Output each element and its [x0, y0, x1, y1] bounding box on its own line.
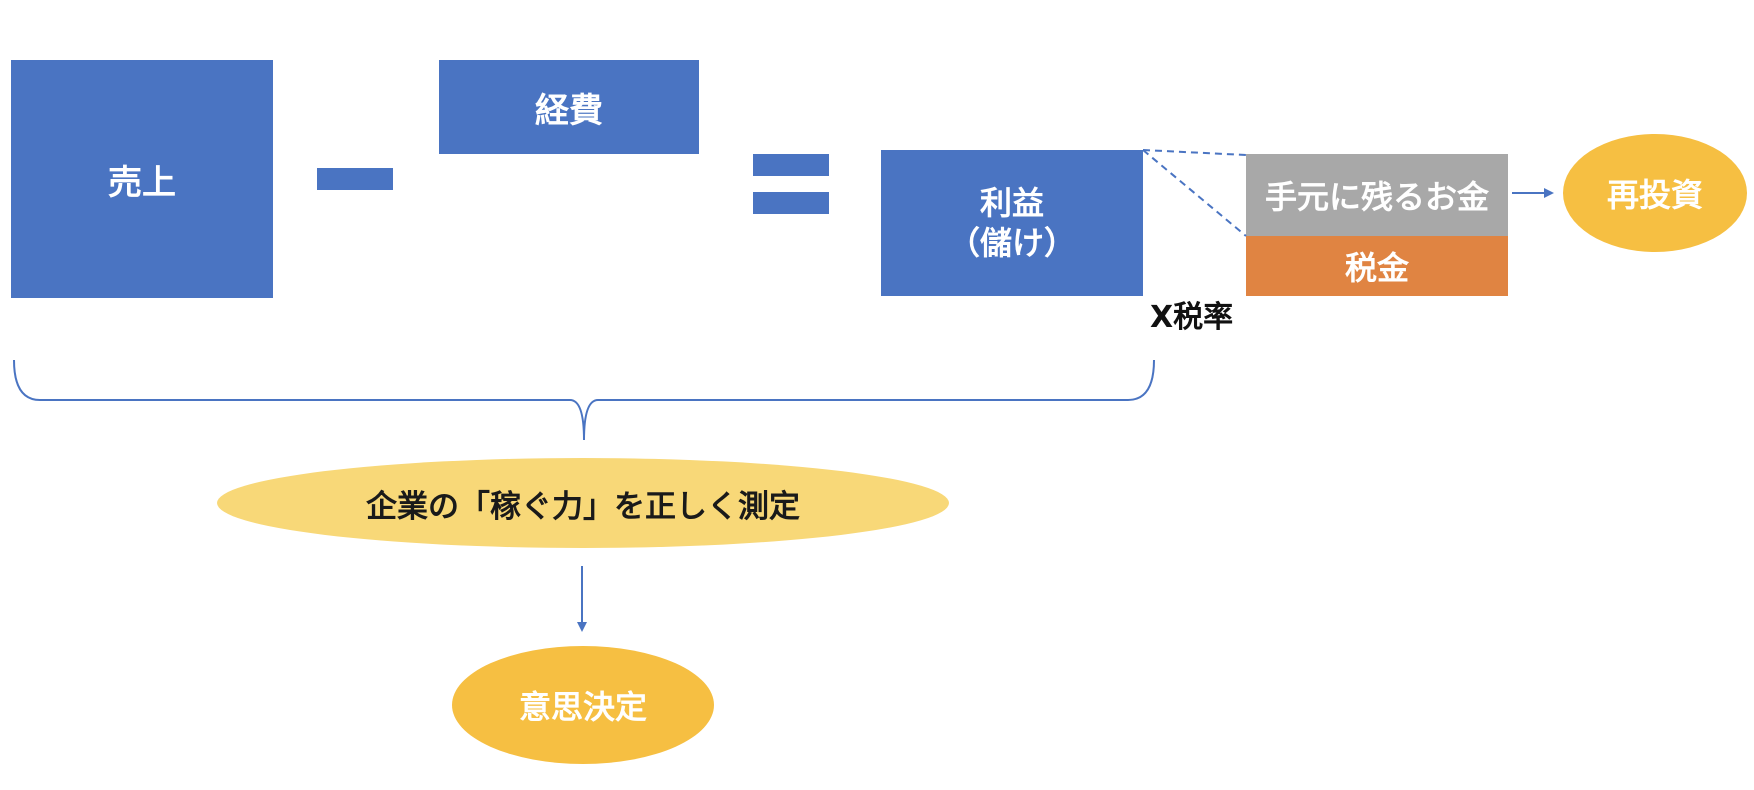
sales-box: 売上: [11, 60, 273, 298]
profit-box: 利益 （儲け）: [881, 150, 1143, 296]
minus-sign: [317, 168, 393, 190]
remaining-cash-box: 手元に残るお金: [1246, 154, 1508, 236]
measure-label: 企業の「稼ぐ力」を正しく測定: [366, 488, 800, 525]
dashed-connector-bottom: [1142, 149, 1247, 237]
expenses-box: 経費: [439, 60, 699, 154]
sales-label: 売上: [108, 162, 176, 203]
tax-rate-label: X税率: [1150, 300, 1234, 335]
dashed-connector-top: [1142, 149, 1247, 156]
expenses-label: 経費: [535, 90, 603, 131]
reinvest-label: 再投資: [1606, 176, 1703, 214]
profit-sublabel: （儲け）: [947, 224, 1076, 262]
curly-brace: [13, 359, 1155, 441]
profit-label: 利益: [979, 184, 1044, 222]
tax-box: 税金: [1246, 236, 1508, 296]
reinvest-ellipse: 再投資: [1563, 134, 1747, 252]
measure-ellipse: 企業の「稼ぐ力」を正しく測定: [217, 458, 949, 548]
remaining-cash-label: 手元に残るお金: [1264, 178, 1489, 216]
decision-label: 意思決定: [518, 688, 647, 726]
equals-sign-bottom: [753, 192, 829, 214]
equals-sign-top: [753, 154, 829, 176]
decision-ellipse: 意思決定: [452, 646, 714, 764]
tax-label: 税金: [1344, 249, 1409, 287]
